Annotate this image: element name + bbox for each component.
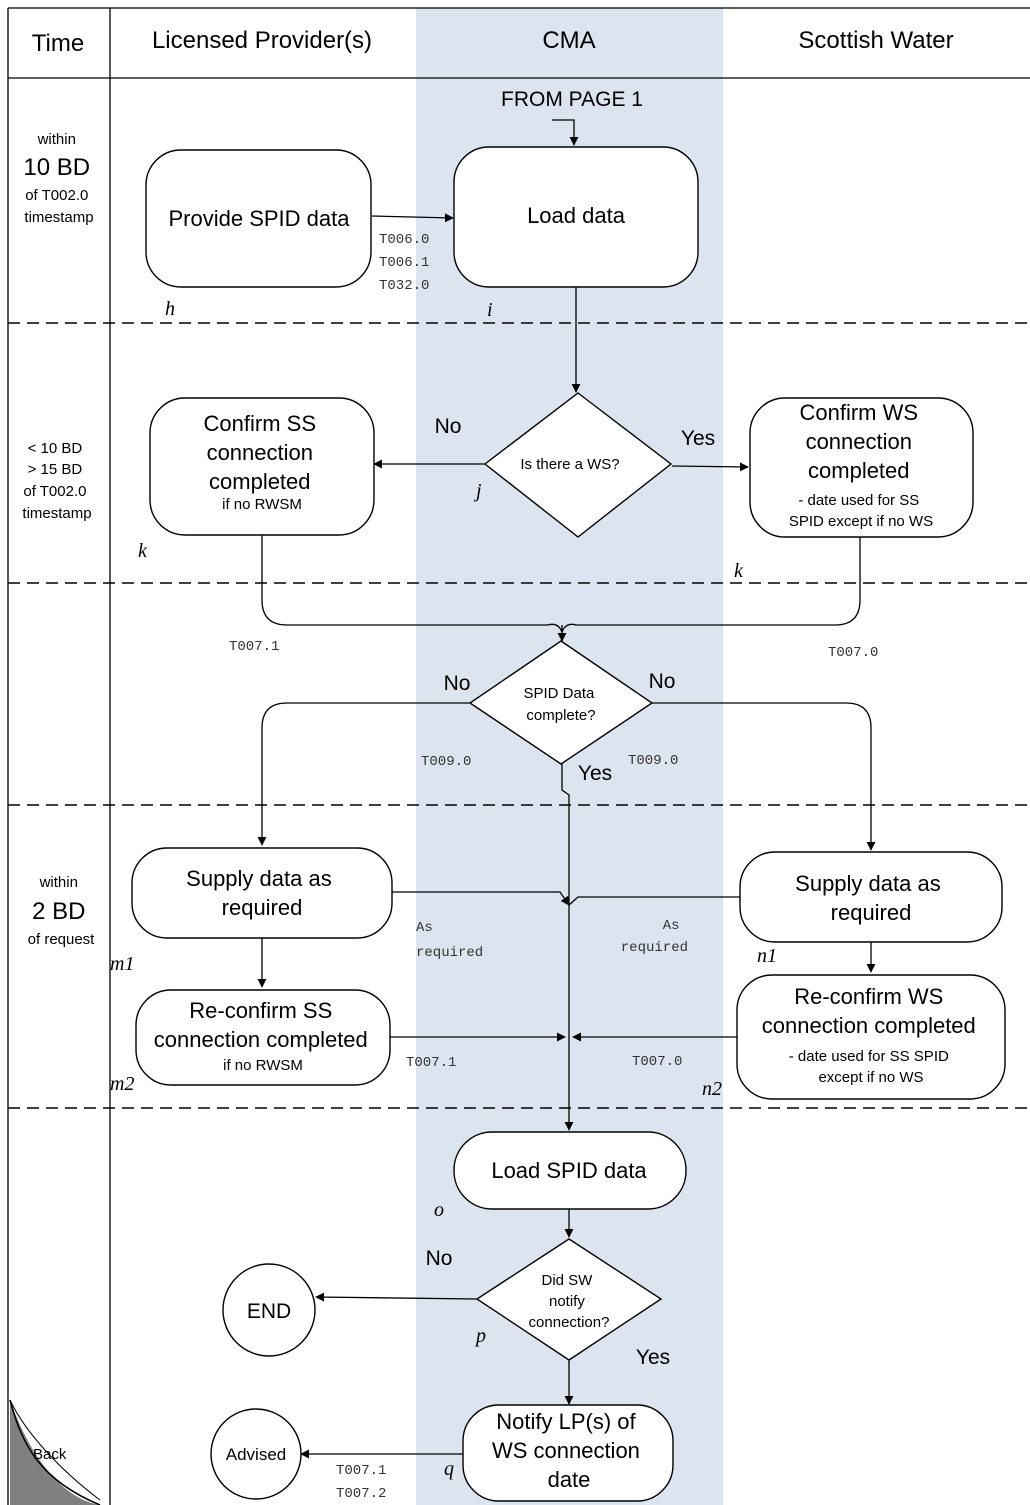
- confirm-ss-text: Confirm SS connection completed if no RW…: [204, 411, 321, 513]
- supply-data-lp-box: [131, 847, 393, 939]
- header-scottish-water: Scottish Water: [798, 27, 953, 54]
- confirm-ws-text: Confirm WS connection completed - date u…: [789, 400, 933, 530]
- step-label: k: [734, 560, 744, 582]
- confirm-ws-box: [749, 397, 974, 538]
- step-label: i: [487, 299, 493, 321]
- step-label: n1: [757, 945, 777, 967]
- code-t0070: T007.0: [632, 1054, 682, 1070]
- edge-label-yes: Yes: [681, 427, 715, 450]
- back-link-text[interactable]: Back: [33, 1446, 67, 1463]
- step-label: m1: [110, 953, 134, 975]
- step-label: q: [444, 1458, 454, 1480]
- did-sw-notify-text: Did SW notify connection?: [529, 1272, 610, 1331]
- as-required-right: As required: [621, 918, 688, 956]
- is-there-ws-text: Is there a WS?: [520, 456, 619, 473]
- edge-label-no: No: [649, 670, 676, 693]
- as-required-left: As required: [416, 920, 483, 961]
- header-time: Time: [32, 30, 84, 57]
- provide-spid-data-text: Provide SPID data: [169, 206, 351, 231]
- supply-data-lp-text: Supply data as required: [186, 866, 338, 920]
- end-node: [222, 1263, 316, 1357]
- from-page-label: FROM PAGE 1: [501, 88, 643, 111]
- load-spid-data-text: Load SPID data: [491, 1158, 647, 1183]
- provide-transaction-codes: T006.0 T006.1 T032.0: [379, 232, 438, 294]
- reconfirm-ws-box: [736, 974, 1006, 1100]
- advised-text: Advised: [226, 1445, 286, 1464]
- reconfirm-ws-text: Re-confirm WS connection completed - dat…: [762, 984, 980, 1086]
- spid-data-complete-decision: [468, 640, 654, 765]
- time-label-row2: < 10 BD > 15 BD of T002.0 timestamp: [22, 440, 91, 522]
- is-there-ws-decision: [483, 392, 673, 538]
- page-curl-edge: [9, 1399, 101, 1505]
- code-t0090: T009.0: [628, 753, 678, 769]
- advised-transaction-codes: T007.1 T007.2: [336, 1463, 395, 1502]
- did-sw-notify-decision: [475, 1238, 663, 1361]
- supply-data-sw-text: Supply data as required: [795, 871, 947, 925]
- confirm-ss-box: [149, 397, 375, 536]
- time-label-row3: within 2 BD of request: [28, 874, 96, 948]
- code-t0070: T007.0: [828, 645, 878, 661]
- edge-label-no: No: [435, 415, 462, 438]
- load-data-text: Load data: [527, 203, 626, 228]
- header-licensed-provider: Licensed Provider(s): [152, 27, 372, 54]
- step-label: n2: [702, 1078, 722, 1100]
- edge-label-yes: Yes: [636, 1346, 670, 1369]
- back-page-curl-link[interactable]: Back: [9, 1399, 101, 1505]
- spid-data-complete-text: SPID Data complete?: [523, 685, 598, 724]
- code-t0090: T009.0: [421, 754, 471, 770]
- edge-label-yes: Yes: [578, 762, 612, 785]
- reconfirm-ss-text: Re-confirm SS connection completed if no…: [154, 998, 372, 1074]
- provide-spid-data-box: [145, 149, 372, 288]
- notify-lp-box: [462, 1404, 674, 1502]
- edge-label-no: No: [444, 672, 471, 695]
- page-curl-icon: [10, 1400, 100, 1505]
- step-label: o: [434, 1199, 444, 1221]
- step-label: h: [165, 298, 175, 320]
- page-curl-fold: [9, 1399, 101, 1501]
- notify-lp-text: Notify LP(s) of WS connection date: [492, 1409, 646, 1492]
- time-label-row1: within 10 BD of T002.0 timestamp: [23, 131, 94, 226]
- step-label: p: [474, 1325, 486, 1347]
- load-spid-data-box: [453, 1131, 687, 1210]
- connectors: [257, 119, 876, 1459]
- header-cma: CMA: [542, 27, 595, 54]
- reconfirm-ss-box: [135, 989, 391, 1086]
- supply-data-sw-box: [739, 851, 1003, 943]
- end-text: END: [247, 1300, 291, 1323]
- code-t0071: T007.1: [406, 1055, 456, 1071]
- step-label: k: [138, 540, 148, 562]
- code-t0071: T007.1: [229, 639, 279, 655]
- advised-node: [210, 1408, 302, 1500]
- step-label: j: [473, 480, 482, 502]
- step-label: m2: [110, 1073, 134, 1095]
- edge-label-no: No: [426, 1247, 453, 1270]
- load-data-box: [453, 146, 699, 288]
